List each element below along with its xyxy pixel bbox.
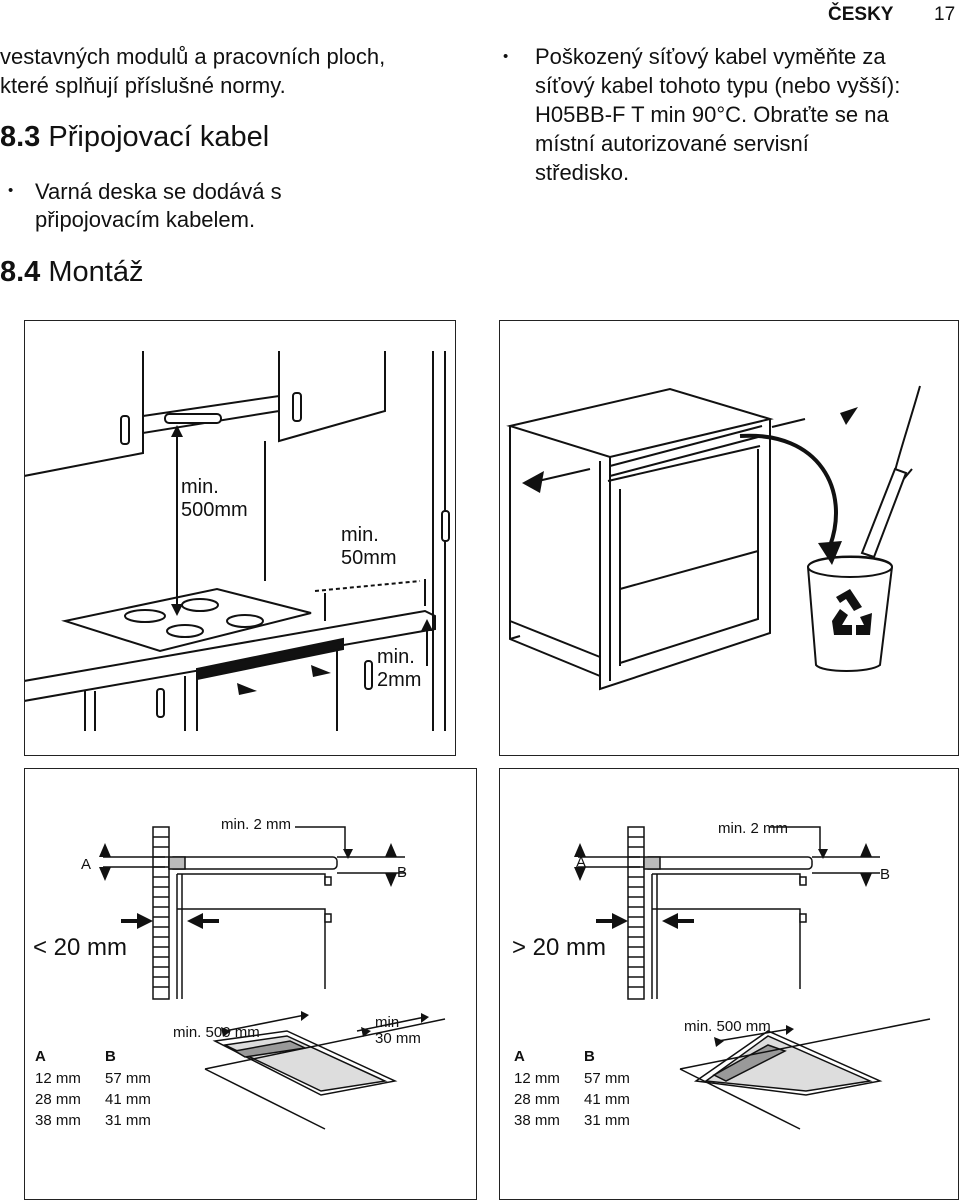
- label-min-500-line2: 500mm: [181, 499, 248, 521]
- label-min-2mm: min. 2 mm: [718, 820, 788, 837]
- table-header-a: A: [35, 1048, 46, 1065]
- figure-remove-rail: [499, 320, 959, 756]
- table-cell: 57 mm: [105, 1070, 151, 1087]
- label-a: A: [81, 856, 91, 873]
- section-view-lt-20: min. 2 mm A B < 20 mm min. 500 mm min 30…: [33, 816, 446, 1130]
- table-cell: 38 mm: [514, 1112, 560, 1129]
- section-title: Montáž: [48, 256, 144, 288]
- label-min-30-line2: 30 mm: [375, 1030, 421, 1047]
- table-cell: 28 mm: [514, 1091, 560, 1108]
- bullet-1-line-2: připojovacím kabelem.: [35, 207, 256, 232]
- bullet-2-line-3: H05BB-F T min 90°C. Obraťte se na: [535, 102, 889, 127]
- page-number: 17: [934, 4, 956, 25]
- label-min-50-line2: 50mm: [341, 547, 397, 569]
- label-a: A: [576, 854, 586, 871]
- label-b: B: [397, 864, 407, 881]
- bullet-icon: •: [8, 182, 14, 199]
- bullet-icon: •: [503, 48, 509, 65]
- section-title: Připojovací kabel: [48, 121, 270, 153]
- table-cell: 31 mm: [105, 1112, 151, 1129]
- bullet-1-line-1: Varná deska se dodává s: [35, 179, 282, 204]
- table-cell: 41 mm: [105, 1091, 151, 1108]
- label-b: B: [880, 866, 890, 883]
- label-min-500-line1: min.: [181, 476, 219, 498]
- table-header-b: B: [584, 1048, 595, 1065]
- section-number: 8.4: [0, 256, 41, 288]
- figure-kitchen-clearance: min. 500mm min. 50mm min. 2mm: [24, 320, 456, 756]
- cabinet-recycle-illustration: [506, 385, 921, 691]
- intro-line-1: vestavných modulů a pracovních ploch,: [0, 44, 386, 69]
- table-cell: 41 mm: [584, 1091, 630, 1108]
- label-min-2-line2: 2mm: [377, 669, 421, 691]
- table-header-b: B: [105, 1048, 116, 1065]
- label-min-50-line1: min.: [341, 524, 379, 546]
- table-cell: 31 mm: [584, 1112, 630, 1129]
- label-min-500mm: min. 500 mm: [173, 1024, 260, 1041]
- table-cell: 38 mm: [35, 1112, 81, 1129]
- table-cell: 12 mm: [514, 1070, 560, 1087]
- label-min-2-line1: min.: [377, 646, 415, 668]
- section-8-3-heading: 8.3 Připojovací kabel: [0, 121, 269, 154]
- table-header-a: A: [514, 1048, 525, 1065]
- label-min-500mm: min. 500 mm: [684, 1018, 771, 1035]
- bullet-2-line-5: středisko.: [535, 160, 630, 185]
- bullet-2-line-2: síťový kabel tohoto typu (nebo vyšší):: [535, 73, 901, 98]
- kitchen-illustration: min. 500mm min. 50mm min. 2mm: [25, 351, 450, 731]
- figure-gt-20: min. 2 mm A B > 20 mm min. 500 mm A B 12…: [499, 768, 959, 1200]
- table-cell: 12 mm: [35, 1070, 81, 1087]
- label-lt-20mm: < 20 mm: [33, 934, 127, 961]
- section-8-4-heading: 8.4 Montáž: [0, 256, 144, 289]
- header-language: ČESKY: [828, 4, 894, 25]
- section-view-gt-20: min. 2 mm A B > 20 mm min. 500 mm A B 12…: [512, 820, 931, 1130]
- table-cell: 28 mm: [35, 1091, 81, 1108]
- figure-lt-20: min. 2 mm A B < 20 mm min. 500 mm min 30…: [24, 768, 477, 1200]
- bullet-2-line-4: místní autorizované servisní: [535, 131, 809, 156]
- label-min-30-line1: min: [375, 1014, 399, 1031]
- intro-line-2: které splňují příslušné normy.: [0, 73, 286, 98]
- bullet-2-line-1: Poškozený síťový kabel vyměňte za: [535, 44, 886, 69]
- section-number: 8.3: [0, 121, 41, 153]
- label-min-2mm: min. 2 mm: [221, 816, 291, 833]
- label-gt-20mm: > 20 mm: [512, 934, 606, 961]
- table-cell: 57 mm: [584, 1070, 630, 1087]
